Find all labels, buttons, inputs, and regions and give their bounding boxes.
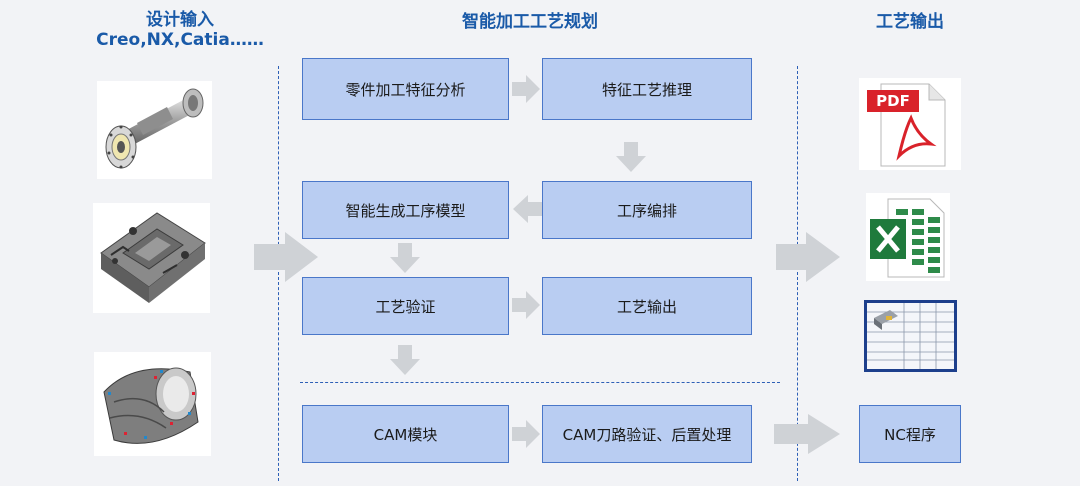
nc-program-box: NC程序 (859, 405, 961, 463)
arrow-cam-to-verify (512, 420, 540, 448)
arrow-verification-to-output (512, 291, 540, 319)
pipe-part-image (97, 81, 212, 179)
design-input-title: 设计输入 Creo,NX,Catia…… (80, 10, 280, 50)
process-card-tile (864, 300, 957, 372)
output-title: 工艺输出 (876, 12, 944, 32)
excel-output-tile (866, 193, 950, 281)
cam-verify-box: CAM刀路验证、后置处理 (542, 405, 752, 463)
pdf-output-tile: PDF (859, 78, 961, 170)
nc-arrow (774, 414, 840, 454)
design-input-title-line1: 设计输入 (146, 10, 214, 30)
arrow-model-to-verification (390, 243, 420, 273)
mold-part-image (93, 203, 210, 313)
input-arrow (254, 232, 318, 282)
process-ordering-box: 工序编排 (542, 181, 752, 239)
arrow-verification-to-cam (390, 345, 420, 375)
process-card-image (867, 303, 954, 369)
planning-title: 智能加工工艺规划 (462, 12, 598, 32)
cam-module-box: CAM模块 (302, 405, 509, 463)
design-input-title-line2: Creo,NX,Catia…… (96, 30, 264, 50)
output-arrow (776, 232, 840, 282)
pdf-file-icon (867, 83, 946, 167)
process-output-box: 工艺输出 (542, 277, 752, 335)
arrow-ordering-to-model (513, 195, 542, 223)
pdf-label: PDF (876, 92, 910, 110)
arrow-analysis-to-reasoning (512, 75, 540, 103)
left-divider (278, 66, 279, 481)
cam-section-divider (300, 382, 780, 383)
excel-file-icon (870, 198, 945, 278)
arrow-reasoning-to-ordering (616, 142, 646, 172)
casing-part-image (94, 352, 211, 456)
right-divider (797, 66, 798, 481)
feature-analysis-box: 零件加工特征分析 (302, 58, 509, 120)
generate-model-box: 智能生成工序模型 (302, 181, 509, 239)
feature-reasoning-box: 特征工艺推理 (542, 58, 752, 120)
verification-box: 工艺验证 (302, 277, 509, 335)
